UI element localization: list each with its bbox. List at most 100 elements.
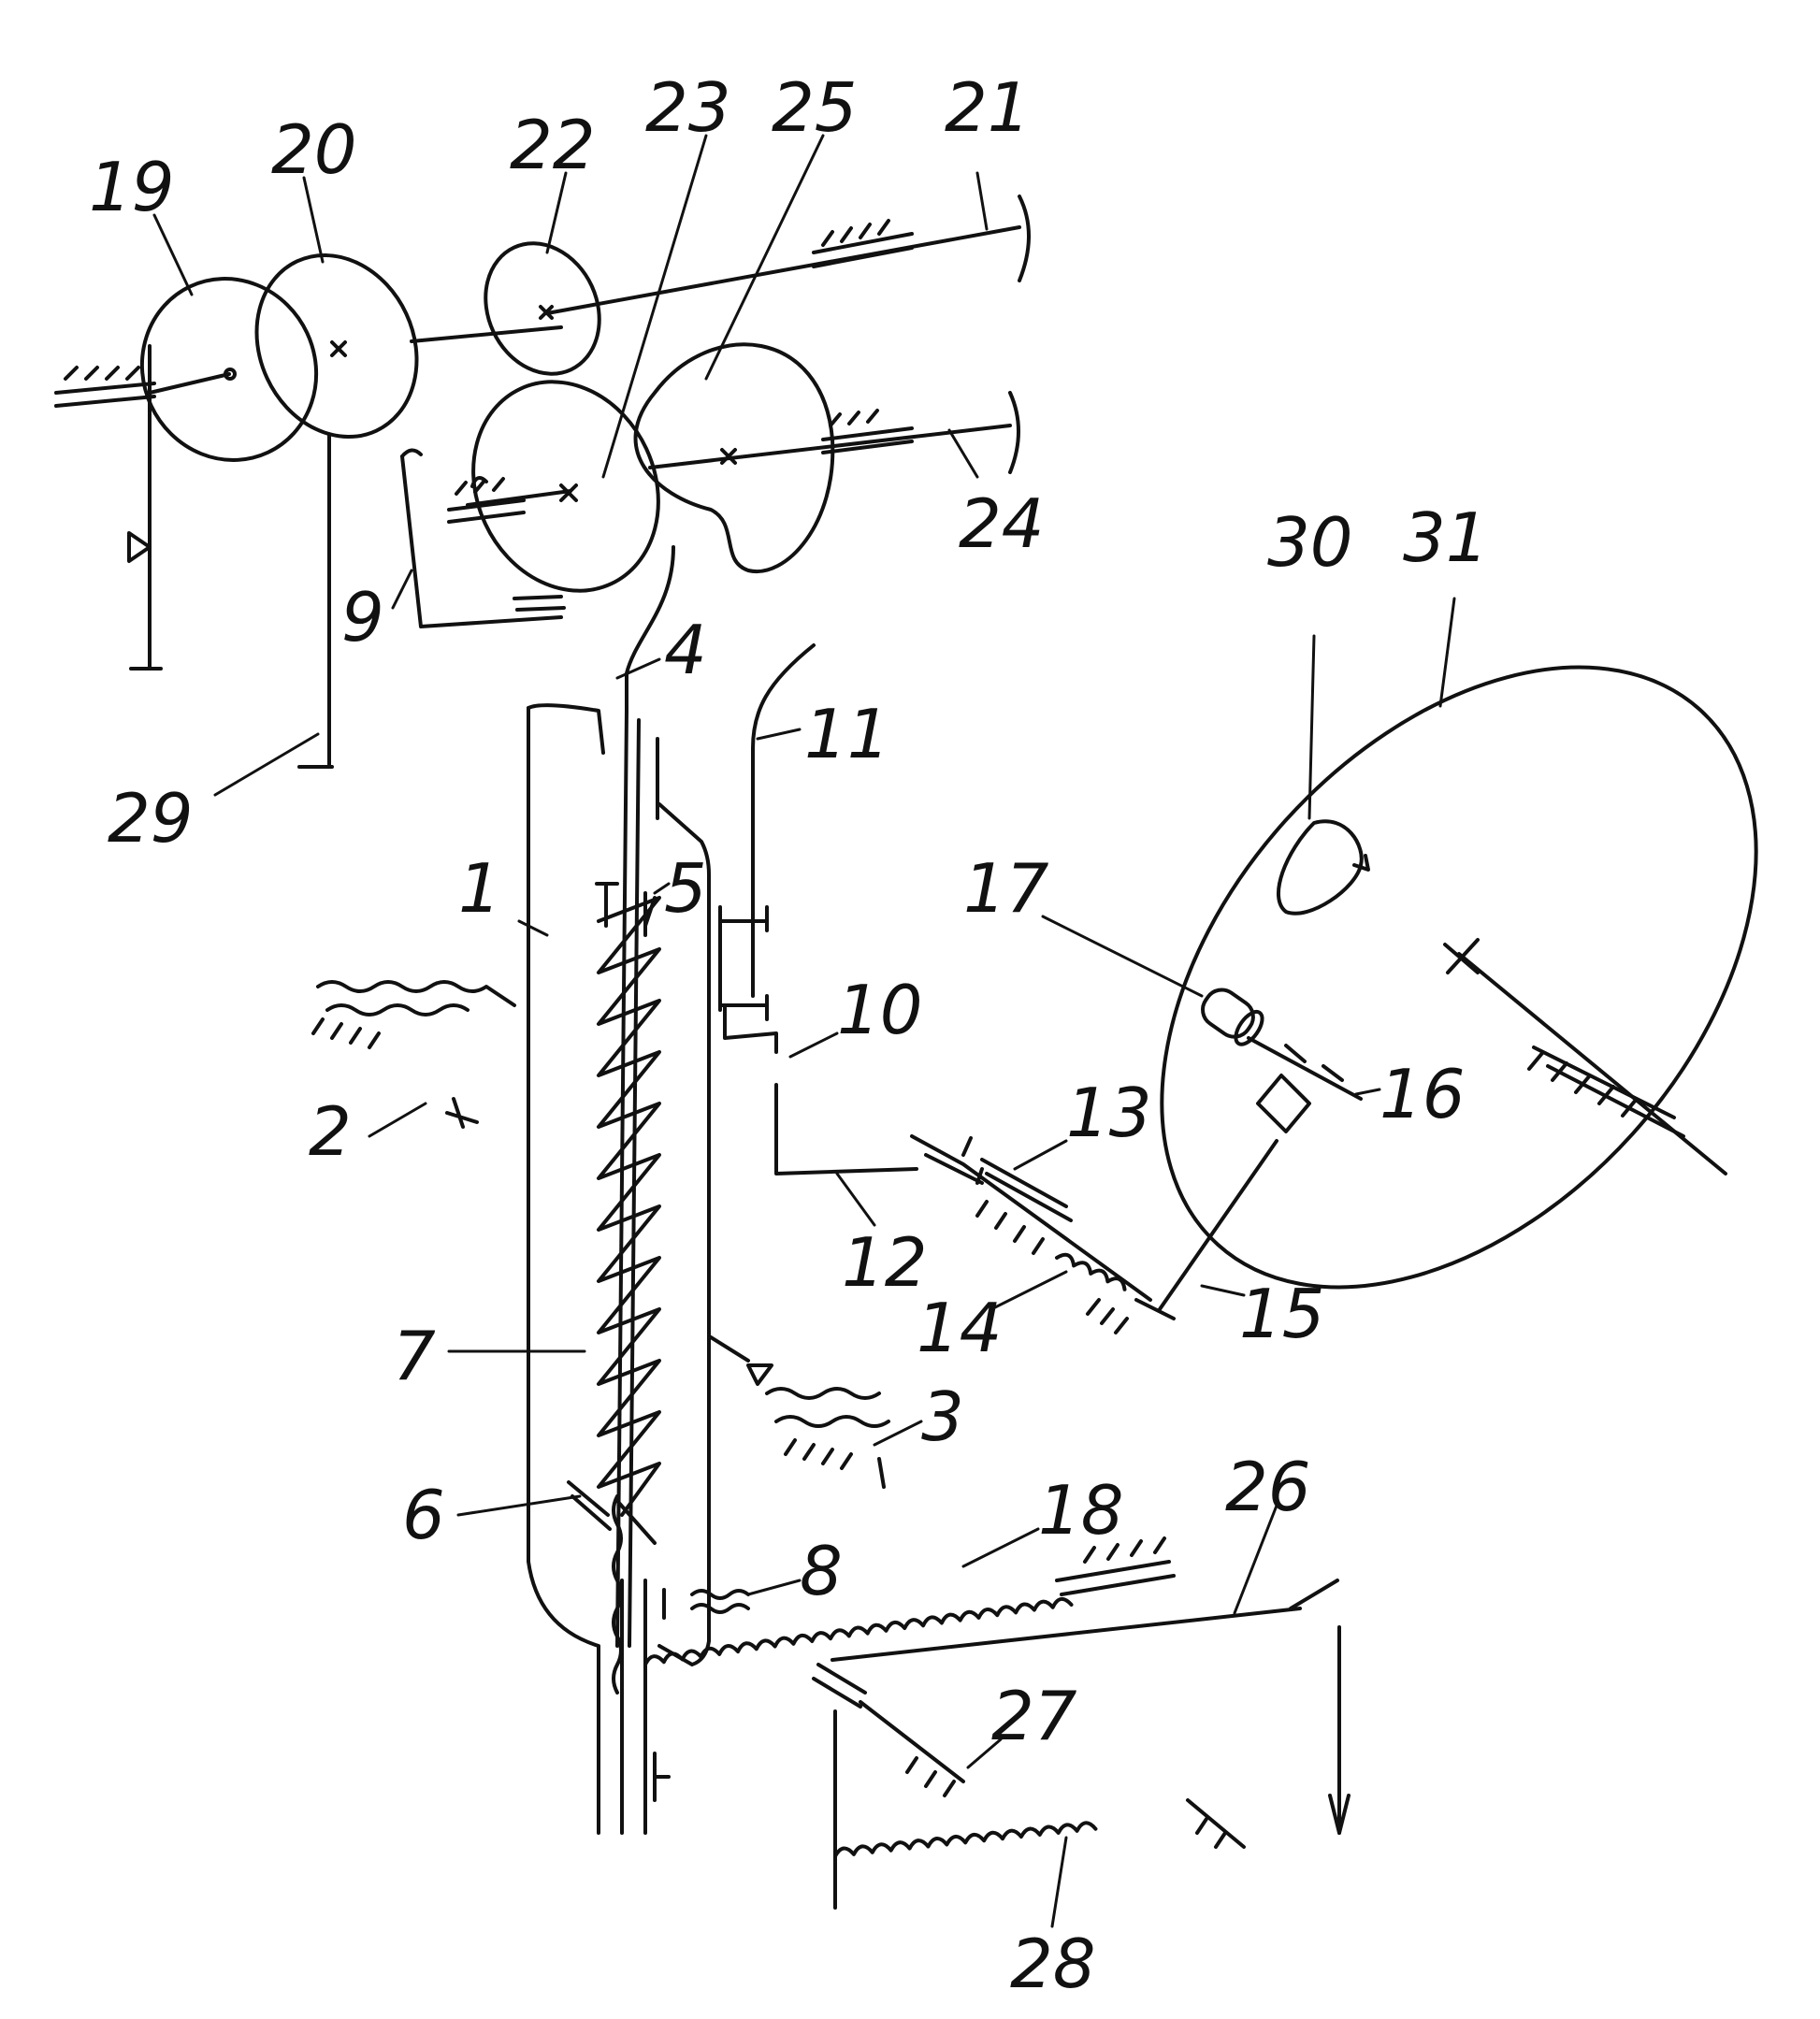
leader-8 [746, 1579, 802, 1596]
leader-17 [1041, 915, 1204, 998]
arrow-2-head [445, 1097, 479, 1129]
clamp-5 [595, 882, 671, 937]
wave-3a [765, 1387, 881, 1400]
label-30: 30 [1267, 503, 1353, 582]
lever-26-tip [1289, 1579, 1339, 1610]
label-26: 26 [1225, 1448, 1311, 1526]
label-10: 10 [837, 971, 923, 1049]
leader-31 [1438, 597, 1456, 708]
housing-top-left [527, 703, 605, 755]
label-23: 23 [645, 68, 731, 147]
hatch-14 [1086, 1298, 1129, 1334]
link-10-12 [723, 1003, 918, 1175]
clamp-5-bars [595, 882, 657, 937]
label-7: 7 [393, 1317, 436, 1395]
disc-31 [1160, 665, 1758, 1290]
pivot-19 [224, 368, 237, 381]
spring-7 [597, 896, 661, 1517]
bearing-24 [821, 409, 914, 454]
label-15: 15 [1239, 1275, 1325, 1353]
support-27 [812, 1663, 965, 1797]
label-3: 3 [921, 1377, 964, 1456]
label-22: 22 [510, 106, 596, 184]
clamp-6 [456, 1480, 657, 1545]
lever-26 [831, 1607, 1302, 1662]
leader-1 [517, 919, 549, 937]
down-arrow-head [1328, 1794, 1351, 1835]
leader-24 [947, 428, 979, 479]
leader-11 [756, 728, 802, 741]
leader-16 [1354, 1088, 1381, 1096]
linkage-assembly [718, 643, 1278, 1334]
label-19: 19 [89, 148, 175, 226]
rod-15 [1158, 1139, 1278, 1311]
bearing-13 [910, 1134, 1152, 1302]
shaft-21 [545, 225, 1021, 315]
label-20: 20 [271, 110, 357, 189]
pointer-triangle [127, 531, 152, 563]
leader-19 [152, 213, 194, 296]
label-24: 24 [959, 484, 1045, 563]
hatch-3 [784, 1438, 886, 1489]
leader-2 [368, 1102, 427, 1138]
lever-9-bearing [513, 595, 566, 612]
label-8: 8 [800, 1532, 843, 1610]
wave-3b [774, 1415, 890, 1428]
shaft-21-break [1018, 195, 1031, 282]
label-4: 4 [664, 611, 707, 689]
label-28: 28 [1010, 1925, 1096, 2003]
disc-31-assembly [1041, 597, 1758, 1290]
valve-8-waves [662, 1588, 750, 1620]
inlet-2 [311, 980, 516, 1138]
leader-29 [213, 732, 320, 797]
shaft-16 [1247, 1036, 1363, 1101]
cam-25 [633, 342, 835, 574]
pipe-11 [751, 643, 816, 998]
label-13: 13 [1066, 1074, 1152, 1152]
fitting-10a [718, 905, 769, 1021]
disc-20 [254, 252, 419, 440]
cam-assembly [54, 134, 1031, 797]
leader-14 [989, 1270, 1068, 1311]
rod-4 [615, 709, 641, 1648]
leader-15 [1200, 1284, 1246, 1297]
leader-25 [704, 134, 825, 381]
label-11: 11 [804, 695, 890, 773]
label-5: 5 [664, 849, 707, 928]
element-16-box [1256, 1074, 1311, 1133]
leader-3 [873, 1420, 923, 1447]
tube-bracket [653, 1752, 671, 1802]
leader-28 [1050, 1836, 1068, 1928]
bearing-18 [1055, 1536, 1176, 1596]
label-29: 29 [108, 779, 194, 858]
shaft-19 [148, 372, 231, 395]
spring-18 [643, 1596, 1074, 1666]
disc-22 [484, 241, 601, 376]
wave-2b [325, 1003, 469, 1017]
leader-30 [1307, 634, 1316, 820]
leader-10 [788, 1031, 839, 1059]
bearing-21 [812, 219, 914, 268]
label-14: 14 [917, 1289, 1003, 1367]
hatch-2 [311, 1017, 381, 1049]
label-31: 31 [1403, 498, 1489, 577]
leader-20 [302, 176, 325, 264]
ground-hatch-left [54, 366, 156, 408]
label-27: 27 [991, 1677, 1077, 1755]
labels: 19 20 22 23 25 21 24 30 31 9 4 11 29 1 5… [89, 68, 1489, 2003]
leader-26 [1233, 1504, 1278, 1615]
label-9: 9 [341, 578, 384, 656]
leader-6 [456, 1494, 582, 1517]
leader-5 [653, 882, 671, 895]
label-12: 12 [842, 1223, 928, 1302]
bearing-31 [1527, 1046, 1685, 1138]
shaft-23 [466, 489, 572, 507]
rod-4-wave [612, 1494, 623, 1695]
housing-right-wall [657, 802, 711, 1666]
spring-28 [833, 1821, 1098, 1858]
leader-18 [961, 1527, 1040, 1568]
label-17: 17 [963, 849, 1049, 928]
element-30-arrow [1352, 854, 1370, 872]
arrow-3-head [709, 1335, 773, 1386]
leader-21 [975, 171, 989, 231]
